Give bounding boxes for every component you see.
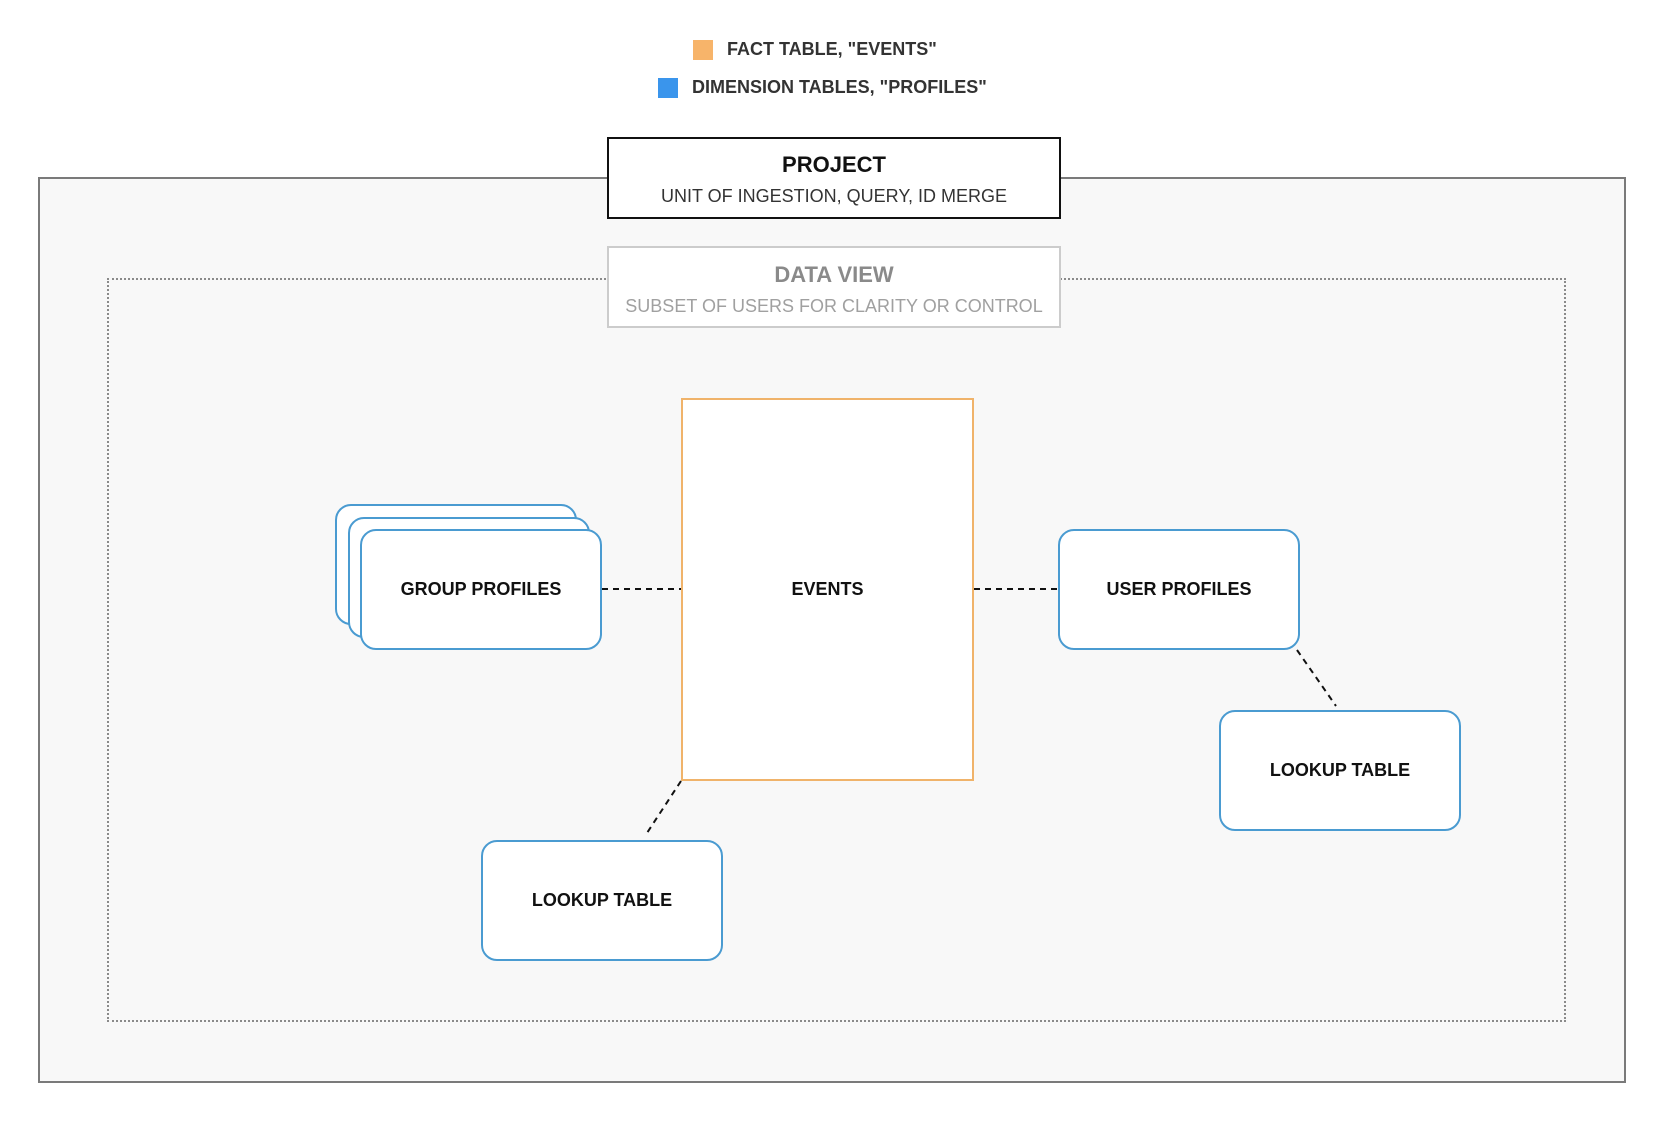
legend-item-fact-table: FACT TABLE, "EVENTS" bbox=[693, 39, 937, 60]
events-label: EVENTS bbox=[791, 579, 864, 599]
project-title: PROJECT bbox=[782, 152, 886, 177]
fact-table-swatch bbox=[693, 39, 713, 60]
project-subtitle: UNIT OF INGESTION, QUERY, ID MERGE bbox=[660, 186, 1008, 206]
lookup-table-left-label: LOOKUP TABLE bbox=[531, 890, 673, 910]
legend-label-dimension-tables: DIMENSION TABLES, "PROFILES" bbox=[692, 77, 987, 97]
data-view-title: DATA VIEW bbox=[774, 262, 894, 287]
lookup-table-left: LOOKUP TABLE bbox=[481, 840, 723, 961]
legend-item-dimension-tables: DIMENSION TABLES, "PROFILES" bbox=[658, 77, 987, 98]
project-header-box: PROJECT UNIT OF INGESTION, QUERY, ID MER… bbox=[607, 137, 1061, 219]
data-view-header-box: DATA VIEW SUBSET OF USERS FOR CLARITY OR… bbox=[607, 246, 1061, 328]
group-profiles-table: GROUP PROFILES bbox=[360, 529, 602, 650]
group-profiles-label: GROUP PROFILES bbox=[400, 579, 562, 599]
dimension-tables-swatch bbox=[658, 77, 678, 98]
user-profiles-label: USER PROFILES bbox=[1106, 579, 1252, 599]
events-fact-table: EVENTS bbox=[681, 398, 974, 781]
legend-label-fact-table: FACT TABLE, "EVENTS" bbox=[727, 39, 937, 59]
lookup-table-right: LOOKUP TABLE bbox=[1219, 710, 1461, 831]
data-view-subtitle: SUBSET OF USERS FOR CLARITY OR CONTROL bbox=[625, 296, 1043, 316]
user-profiles-table: USER PROFILES bbox=[1058, 529, 1300, 650]
lookup-table-right-label: LOOKUP TABLE bbox=[1269, 760, 1411, 780]
